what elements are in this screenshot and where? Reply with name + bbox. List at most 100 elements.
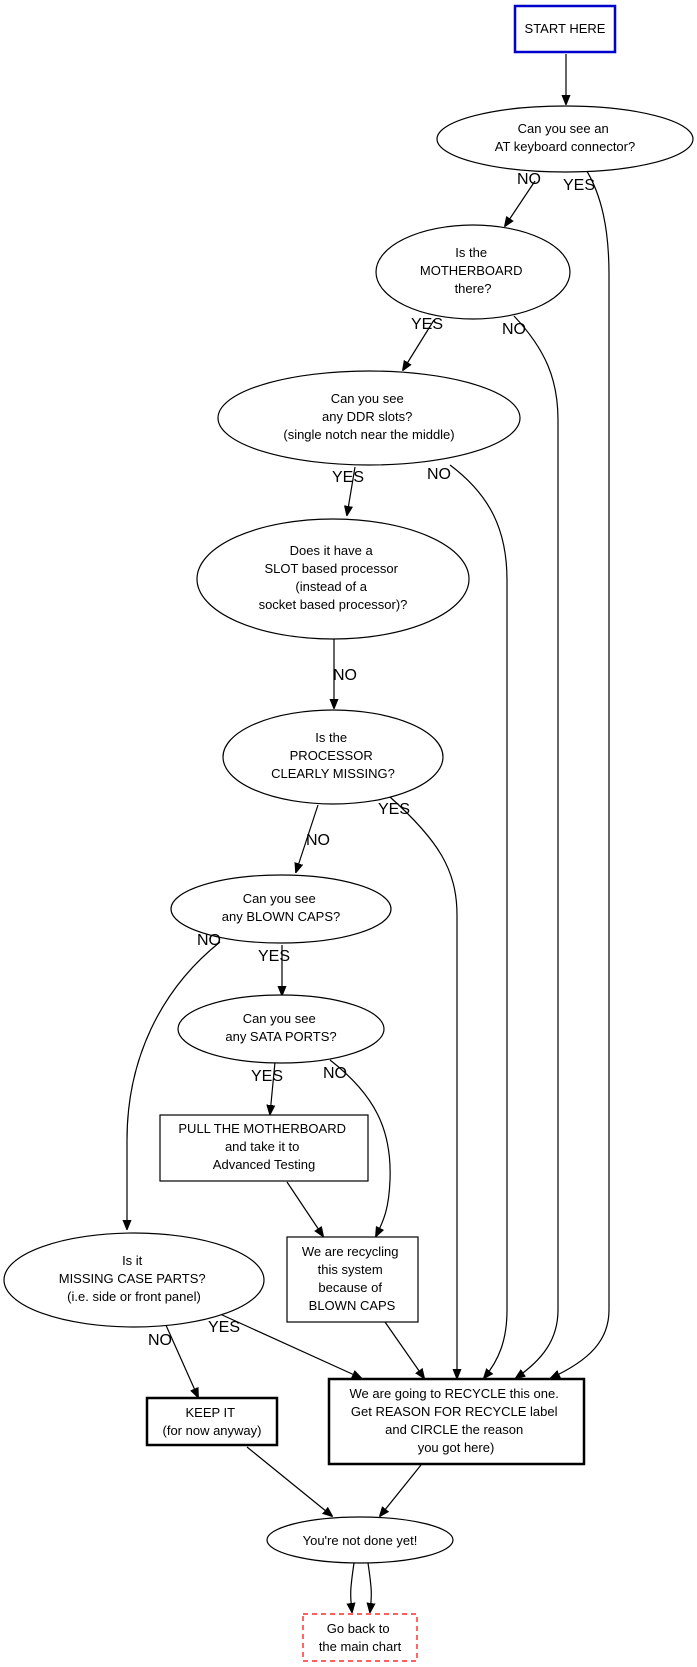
edge-label-caps-yes: YES (258, 948, 290, 965)
motherboard-label-line-3: there? (455, 281, 492, 296)
edge-not-done-to-go-back-2 (368, 1562, 371, 1612)
go-back-node (302, 1613, 418, 1662)
edge-label-caps-no: NO (197, 932, 221, 949)
at-keyboard-label-line-2: AT keyboard connector? (495, 139, 635, 154)
recycle-node (327, 1377, 586, 1466)
recycling-blown-caps-label-line-4: BLOWN CAPS (309, 1298, 396, 1313)
at-keyboard-node (436, 105, 694, 173)
slot-processor-label-line-2: SLOT based processor (264, 561, 398, 576)
recycling-blown-caps-label: We are recycling this system because of … (302, 1244, 402, 1313)
blown-caps-label-line-1: Can you see (243, 891, 316, 906)
pull-motherboard-node (159, 1114, 369, 1182)
edge-motherboard-no (513, 315, 559, 1378)
recycle-label: We are going to RECYCLE this one. Get RE… (350, 1386, 563, 1455)
edge-labels: NO YES YES NO YES NO NO YES NO NO YES YE… (148, 171, 595, 1349)
missing-case-parts-node (3, 1232, 265, 1328)
edge-sata-yes (270, 1061, 275, 1114)
keep-it-label-line-1: KEEP IT (185, 1405, 235, 1420)
edge-ddr-yes (347, 466, 356, 515)
processor-missing-label-line-1: Is the (315, 730, 347, 745)
edge-label-sata-yes: YES (251, 1068, 283, 1085)
edge-recycle-to-not-done (380, 1464, 422, 1516)
slot-processor-label-line-4: socket based processor)? (259, 597, 408, 612)
not-done-node (266, 1516, 454, 1564)
nodes (3, 4, 694, 1662)
edge-processor-yes (389, 796, 457, 1378)
go-back-label-line-2: the main chart (319, 1639, 402, 1654)
recycling-blown-caps-node (286, 1236, 419, 1323)
sata-ports-label-line-2: any SATA PORTS? (225, 1029, 336, 1044)
slot-processor-label-line-3: (instead of a (295, 579, 367, 594)
blown-caps-label-line-2: any BLOWN CAPS? (222, 909, 341, 924)
missing-case-parts-label-line-2: MISSING CASE PARTS? (59, 1271, 206, 1286)
edge-label-motherboard-no: NO (502, 321, 526, 338)
ddr-slots-label-line-2: any DDR slots? (322, 409, 412, 424)
edge-label-case-yes: YES (208, 1319, 240, 1336)
processor-missing-label: Is the PROCESSOR CLEARLY MISSING? (271, 730, 395, 781)
edge-recycling-to-recycle (384, 1321, 424, 1378)
edge-caps-no (127, 941, 221, 1229)
edge-label-slot-no: NO (333, 667, 357, 684)
recycle-label-line-1: We are going to RECYCLE this one. (350, 1386, 559, 1401)
edge-motherboard-yes (403, 319, 435, 370)
edge-label-ddr-no: NO (427, 466, 451, 483)
start-node (513, 4, 617, 54)
processor-missing-label-line-2: PROCESSOR (290, 748, 373, 763)
edge-label-processor-yes: YES (378, 801, 410, 818)
motherboard-label-line-1: Is the (455, 245, 487, 260)
go-back-label: Go back to the main chart (319, 1621, 402, 1654)
pull-motherboard-label-line-2: and take it to (225, 1139, 299, 1154)
recycle-label-line-4: you got here) (418, 1440, 495, 1455)
at-keyboard-label-line-1: Can you see an (518, 121, 609, 136)
node-labels: START HERE Can you see an AT keyboard co… (59, 21, 635, 1654)
missing-case-parts-label-line-3: (i.e. side or front panel) (67, 1289, 201, 1304)
edge-label-at-keyboard-yes: YES (563, 177, 595, 194)
blown-caps-node (170, 874, 392, 944)
motherboard-node (375, 224, 571, 320)
motherboard-label: Is the MOTHERBOARD there? (420, 245, 526, 296)
ddr-slots-label-line-1: Can you see (331, 391, 404, 406)
edge-label-processor-no: NO (306, 832, 330, 849)
missing-case-parts-label-line-1: Is it (122, 1253, 143, 1268)
edge-label-case-no: NO (148, 1332, 172, 1349)
keep-it-node (145, 1396, 279, 1447)
edge-label-motherboard-yes: YES (411, 316, 443, 333)
sata-ports-label: Can you see any SATA PORTS? (225, 1011, 336, 1044)
edge-keep-to-not-done (246, 1446, 332, 1516)
edge-processor-no (296, 804, 319, 872)
blown-caps-label: Can you see any BLOWN CAPS? (222, 891, 341, 924)
edge-label-at-keyboard-no: NO (517, 171, 541, 188)
missing-case-parts-label: Is it MISSING CASE PARTS? (i.e. side or … (59, 1253, 210, 1304)
recycle-label-line-3: and CIRCLE the reason (385, 1422, 523, 1437)
pull-motherboard-label-line-1: PULL THE MOTHERBOARD (178, 1121, 346, 1136)
pull-motherboard-label: PULL THE MOTHERBOARD and take it to Adva… (178, 1121, 349, 1172)
ddr-slots-label-line-3: (single notch near the middle) (283, 427, 454, 442)
pull-motherboard-label-line-3: Advanced Testing (213, 1157, 315, 1172)
processor-missing-label-line-3: CLEARLY MISSING? (271, 766, 395, 781)
edge-at-keyboard-no (505, 180, 536, 226)
keep-it-label: KEEP IT (for now anyway) (163, 1405, 262, 1438)
edge-case-yes (219, 1313, 361, 1378)
slot-processor-node (196, 518, 470, 640)
motherboard-label-line-2: MOTHERBOARD (420, 263, 523, 278)
edge-not-done-to-go-back-1 (351, 1562, 354, 1612)
slot-processor-label-line-1: Does it have a (290, 543, 374, 558)
at-keyboard-label: Can you see an AT keyboard connector? (495, 121, 635, 154)
ddr-slots-node (217, 370, 521, 466)
edge-case-no (164, 1322, 198, 1397)
not-done-label-line-1: You're not done yet! (303, 1533, 418, 1548)
edge-at-keyboard-yes (551, 167, 610, 1378)
keep-it-label-line-2: (for now anyway) (163, 1423, 262, 1438)
recycle-label-line-2: Get REASON FOR RECYCLE label (351, 1404, 558, 1419)
sata-ports-node (177, 994, 385, 1064)
edge-pull-to-recycling (286, 1181, 323, 1236)
start-label-line-1: START HERE (525, 21, 606, 36)
edge-ddr-no (449, 464, 508, 1378)
slot-processor-label: Does it have a SLOT based processor (ins… (259, 543, 408, 612)
ddr-slots-label: Can you see any DDR slots? (single notch… (283, 391, 454, 442)
start-label: START HERE (525, 21, 606, 36)
sata-ports-label-line-1: Can you see (243, 1011, 316, 1026)
processor-missing-node (222, 709, 444, 805)
edge-label-ddr-yes: YES (332, 469, 364, 486)
